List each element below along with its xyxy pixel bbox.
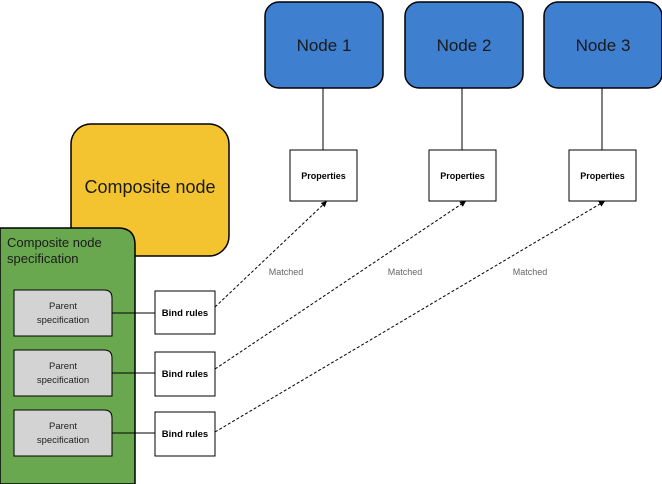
properties-box-1: Properties — [289, 149, 358, 202]
bind-rules-label: Bind rules — [162, 369, 208, 380]
properties-label: Properties — [580, 171, 625, 181]
parent-spec-label-line1: Parent — [49, 361, 77, 372]
node-3: Node 3 — [543, 1, 662, 89]
properties-label: Properties — [301, 171, 346, 181]
bind-rules-box-1: Bind rules — [154, 290, 216, 335]
matched-arrow-3 — [214, 200, 606, 433]
parent-spec-label-line1: Parent — [49, 421, 77, 432]
bind-rules-label: Bind rules — [162, 429, 208, 440]
parent-spec-label-line2: specification — [37, 375, 89, 386]
parent-specification-3: Parent specification — [13, 409, 113, 457]
matched-label-3: Matched — [513, 267, 548, 277]
composite-spec-title-line2: specification — [7, 251, 79, 266]
parent-spec-label-line1: Parent — [49, 301, 77, 312]
composite-spec-title-line1: Composite node — [7, 235, 102, 250]
matched-arrow-1 — [214, 200, 328, 308]
properties-box-2: Properties — [428, 149, 497, 202]
parent-spec-label-line2: specification — [37, 315, 89, 326]
matched-label-2: Matched — [388, 267, 423, 277]
properties-box-3: Properties — [568, 149, 637, 202]
node-2: Node 2 — [404, 1, 524, 89]
bind-rules-label: Bind rules — [162, 308, 208, 319]
node-1-label: Node 1 — [297, 36, 352, 55]
node-2-label: Node 2 — [437, 36, 492, 55]
bind-rules-box-2: Bind rules — [154, 351, 216, 397]
parent-spec-label-line2: specification — [37, 435, 89, 446]
composite-node-label: Composite node — [84, 177, 215, 197]
parent-specification-1: Parent specification — [13, 289, 113, 337]
properties-label: Properties — [440, 171, 485, 181]
matched-arrow-2 — [214, 200, 467, 370]
parent-specification-2: Parent specification — [13, 349, 113, 397]
matched-label-1: Matched — [269, 267, 304, 277]
node-3-label: Node 3 — [576, 36, 631, 55]
node-1: Node 1 — [264, 1, 384, 89]
composite-node: Composite node — [70, 123, 230, 257]
bind-rules-box-3: Bind rules — [154, 411, 216, 457]
